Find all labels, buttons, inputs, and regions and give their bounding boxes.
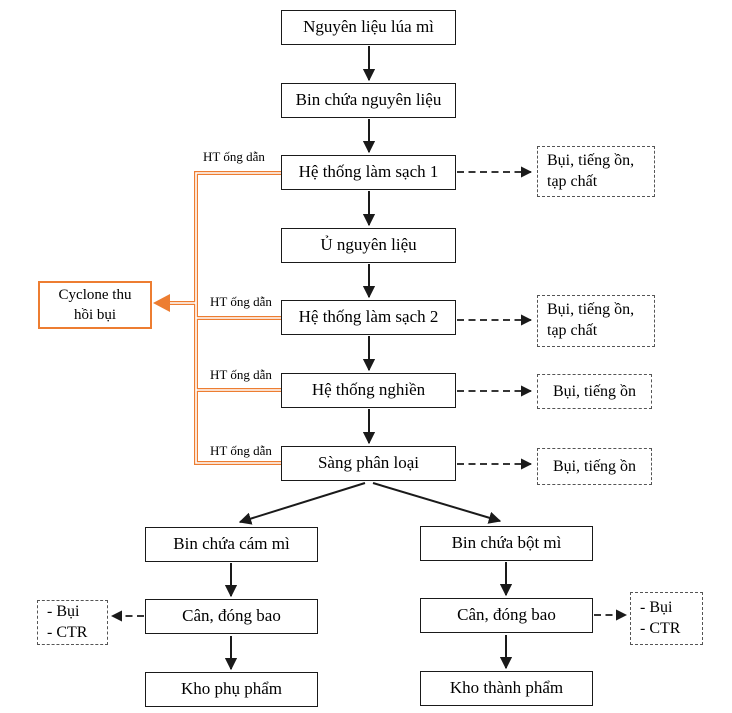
- flow-arrows: [224, 46, 513, 671]
- emission-line: - CTR: [640, 619, 681, 637]
- node-cleaning-system-2: Hệ thống làm sạch 2: [281, 300, 456, 335]
- pipe-duct-label-4: HT ống dẫn: [210, 443, 272, 458]
- emission-dust-noise-impurities-2: Bụi, tiếng ồn, tạp chất: [537, 295, 655, 347]
- node-milling-system: Hệ thống nghiền: [281, 373, 456, 408]
- emission-dust-noise-impurities-1: Bụi, tiếng ồn, tạp chất: [537, 146, 655, 197]
- pipe-main-run: [194, 171, 281, 465]
- pipe-duct-label-3: HT ống dẫn: [210, 367, 272, 382]
- pipe-duct-label-2: HT ống dẫn: [210, 294, 272, 309]
- pipe-lines: [153, 171, 281, 465]
- node-cyclone-dust-recovery: Cyclone thu hồi bụi: [38, 281, 152, 329]
- node-weighing-bagging-left: Cân, đóng bao: [145, 599, 318, 634]
- emission-dust-noise-1: Bụi, tiếng ồn: [537, 374, 652, 409]
- emission-dust-ctr-right: - Bụi - CTR: [630, 592, 703, 645]
- node-raw-material-bin: Bin chứa nguyên liệu: [281, 83, 456, 118]
- node-byproduct-warehouse: Kho phụ phẩm: [145, 672, 318, 707]
- node-cleaning-system-1: Hệ thống làm sạch 1: [281, 155, 456, 190]
- pipe-duct-label-1: HT ống dẫn: [203, 149, 265, 164]
- node-weighing-bagging-right: Cân, đóng bao: [420, 598, 593, 633]
- cyclone-arrowhead: [153, 294, 170, 312]
- node-bran-bin: Bin chứa cám mì: [145, 527, 318, 562]
- emission-line: - Bụi: [47, 602, 80, 620]
- node-flour-bin: Bin chứa bột mì: [420, 526, 593, 561]
- node-raw-wheat: Nguyên liệu lúa mì: [281, 10, 456, 45]
- emission-line: - Bụi: [640, 598, 673, 616]
- node-sifting: Sàng phân loại: [281, 446, 456, 481]
- emission-line: - CTR: [47, 623, 88, 641]
- node-finished-warehouse: Kho thành phẩm: [420, 671, 593, 706]
- emission-dust-noise-2: Bụi, tiếng ồn: [537, 448, 652, 485]
- emission-dust-ctr-left: - Bụi - CTR: [37, 600, 108, 645]
- node-tempering: Ủ nguyên liệu: [281, 228, 456, 263]
